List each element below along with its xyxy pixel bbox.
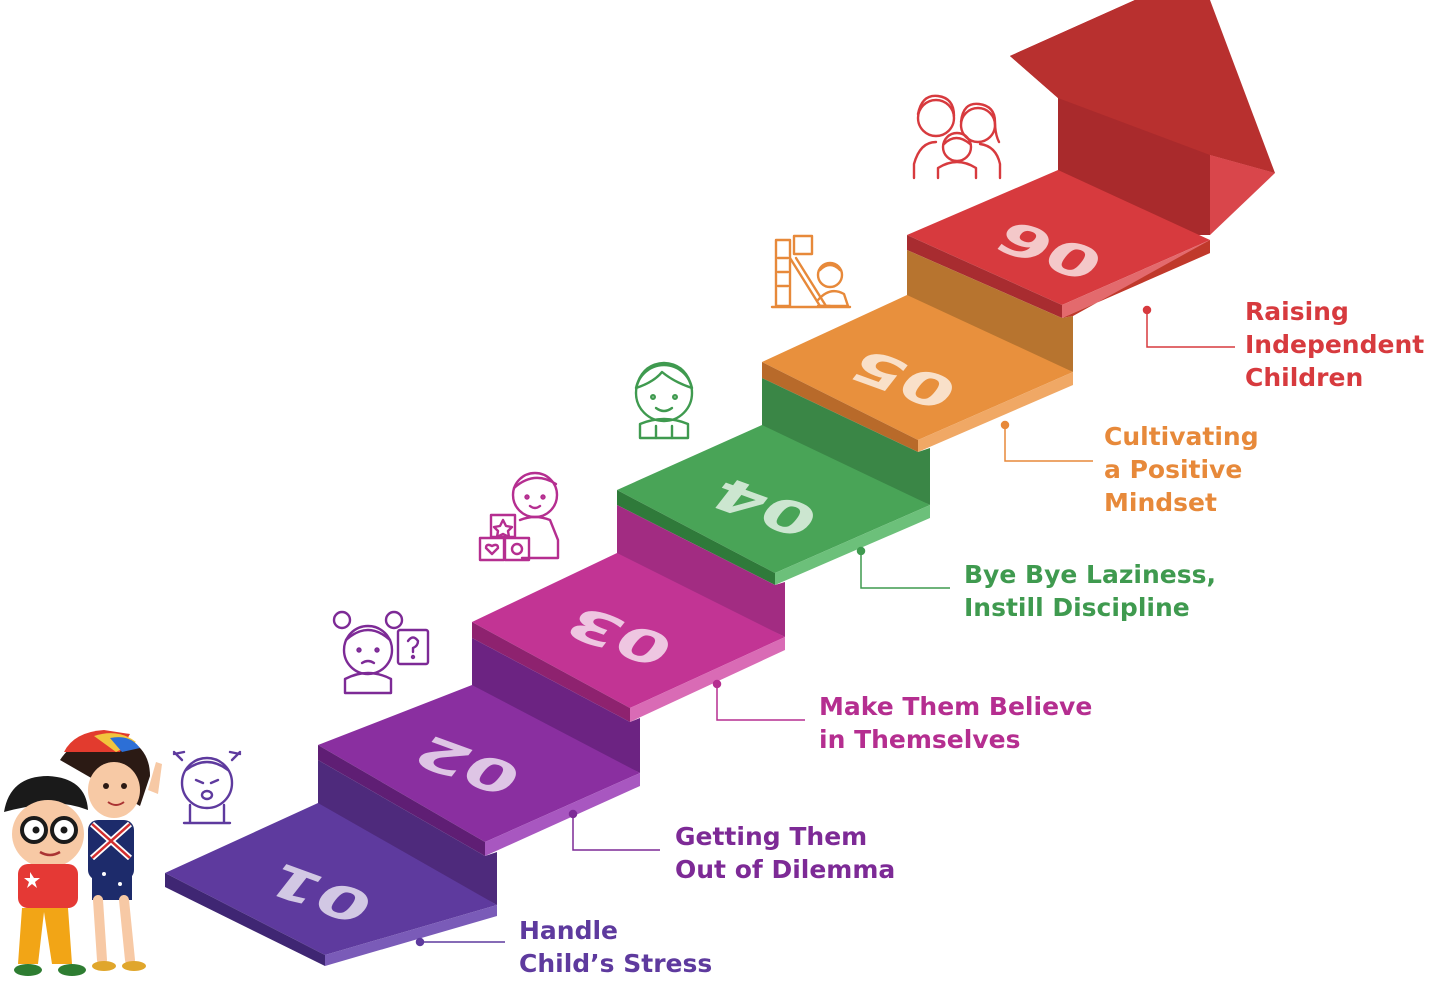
step-04 xyxy=(617,425,930,637)
leader-line-02 xyxy=(568,809,660,851)
family-icon xyxy=(912,94,1002,180)
step-05 xyxy=(762,295,1073,505)
child-with-blocks-icon xyxy=(478,471,560,562)
step-label-02-line-2: Out of Dilemma xyxy=(675,855,896,884)
step-label-06-line-2: Independent xyxy=(1245,330,1425,359)
step-label-05-line-3: Mindset xyxy=(1104,488,1217,517)
step-label-01-line-2: Child’s Stress xyxy=(519,949,713,978)
step-label-03: Make Them Believe in Themselves xyxy=(819,690,1092,756)
step-label-03-line-2: in Themselves xyxy=(819,725,1021,754)
step-label-06-line-3: Children xyxy=(1245,363,1364,392)
confused-girl-question-icon xyxy=(332,610,430,695)
two-kids-cartoon-icon xyxy=(4,730,162,976)
step-02 xyxy=(318,685,640,905)
step-03 xyxy=(472,553,785,773)
step-label-04: Bye Bye Laziness, Instill Discipline xyxy=(964,558,1216,624)
up-arrow-icon xyxy=(1010,0,1275,235)
step-label-05: Cultivating a Positive Mindset xyxy=(1104,420,1259,519)
step-label-05-line-2: a Positive xyxy=(1104,455,1243,484)
boy-face-icon xyxy=(634,361,694,440)
step-label-05-line-1: Cultivating xyxy=(1104,422,1259,451)
step-01 xyxy=(165,803,497,966)
leader-line-05 xyxy=(1000,420,1093,462)
step-label-04-line-1: Bye Bye Laziness, xyxy=(964,560,1216,589)
leader-line-03 xyxy=(712,679,805,721)
leader-line-06 xyxy=(1142,305,1235,348)
step-label-06: Raising Independent Children xyxy=(1245,295,1424,394)
step-label-02-line-1: Getting Them xyxy=(675,822,868,851)
step-label-06-line-1: Raising xyxy=(1245,297,1349,326)
step-label-01-line-1: Handle xyxy=(519,916,619,945)
upset-child-icon xyxy=(172,750,242,825)
leader-line-01 xyxy=(415,937,505,947)
step-label-01: Handle Child’s Stress xyxy=(519,914,712,980)
step-label-04-line-2: Instill Discipline xyxy=(964,593,1190,622)
step-label-02: Getting Them Out of Dilemma xyxy=(675,820,895,886)
child-on-slide-icon xyxy=(770,234,852,309)
step-label-03-line-1: Make Them Believe xyxy=(819,692,1093,721)
step-06 xyxy=(907,170,1210,372)
leader-line-04 xyxy=(856,546,950,589)
